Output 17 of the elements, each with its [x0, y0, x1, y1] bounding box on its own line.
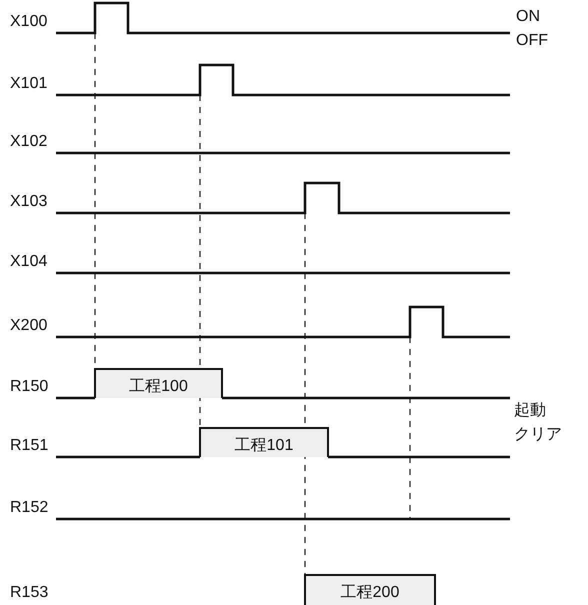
signal-name: X104: [10, 253, 48, 271]
signal-name: R152: [10, 499, 48, 517]
signal-pulse: 工程200: [304, 574, 436, 605]
signal-name: R151: [10, 437, 48, 455]
state-label: ON: [516, 8, 540, 26]
signal-name: X200: [10, 317, 48, 335]
signal-name: X100: [10, 13, 48, 31]
state-label: 起動: [514, 402, 546, 420]
signal-name: X101: [10, 75, 48, 93]
state-label: クリア: [514, 426, 562, 444]
signal-pulse: 工程101: [199, 427, 329, 457]
signal-name: R153: [10, 584, 48, 602]
signal-pulse: 工程100: [94, 368, 223, 398]
state-label: OFF: [516, 32, 548, 50]
signal-name: X102: [10, 133, 48, 151]
signal-name: X103: [10, 193, 48, 211]
signal-name: R150: [10, 378, 48, 396]
